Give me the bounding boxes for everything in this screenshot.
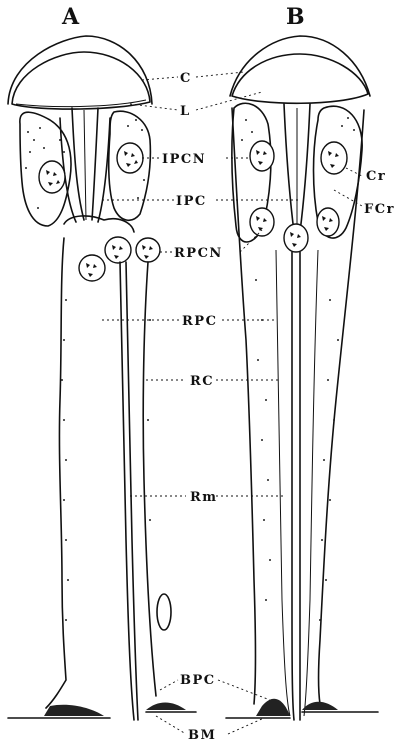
label-ipcn: IPCN (162, 152, 206, 167)
panel-label-b: B (286, 4, 305, 30)
label-cr: Cr (366, 169, 386, 184)
panel-b-drawing (226, 36, 378, 720)
retinal-nucleus-b-2 (284, 224, 308, 252)
label-ipc: IPC (176, 194, 207, 209)
cornea-b (230, 36, 370, 96)
stipple-b (241, 117, 355, 621)
label-bm: BM (188, 728, 216, 741)
label-rpcn: RPCN (174, 246, 223, 261)
basement-membrane-b (226, 712, 378, 718)
panel-label-a: A (61, 4, 80, 30)
label-rc: RC (190, 374, 214, 389)
retinal-nucleus-b-1 (250, 208, 274, 236)
retinal-nucleus-a-2 (105, 237, 131, 263)
lens-b (232, 54, 368, 103)
retinula-cell-a (46, 238, 66, 708)
iris-nucleus-a-left (39, 161, 65, 193)
label-rm: Rm (190, 490, 218, 505)
iris-nucleus-a-right (117, 143, 143, 173)
retinal-nucleus-a-3 (136, 238, 160, 262)
retinula-cell-b (232, 108, 256, 704)
label-l: L (180, 104, 191, 119)
label-c: C (180, 71, 192, 86)
retinal-nucleus-b-3 (317, 208, 339, 236)
label-rpc: RPC (182, 314, 217, 329)
iris-nucleus-b-right (321, 142, 347, 174)
retinal-nucleus-a-1 (79, 255, 105, 281)
label-fcr: FCr (364, 202, 395, 217)
panel-a-drawing (8, 36, 196, 720)
iris-nucleus-b-left (250, 141, 274, 171)
lens-a (12, 52, 150, 109)
cornea-a (8, 36, 152, 104)
label-bpc: BPC (180, 673, 216, 688)
